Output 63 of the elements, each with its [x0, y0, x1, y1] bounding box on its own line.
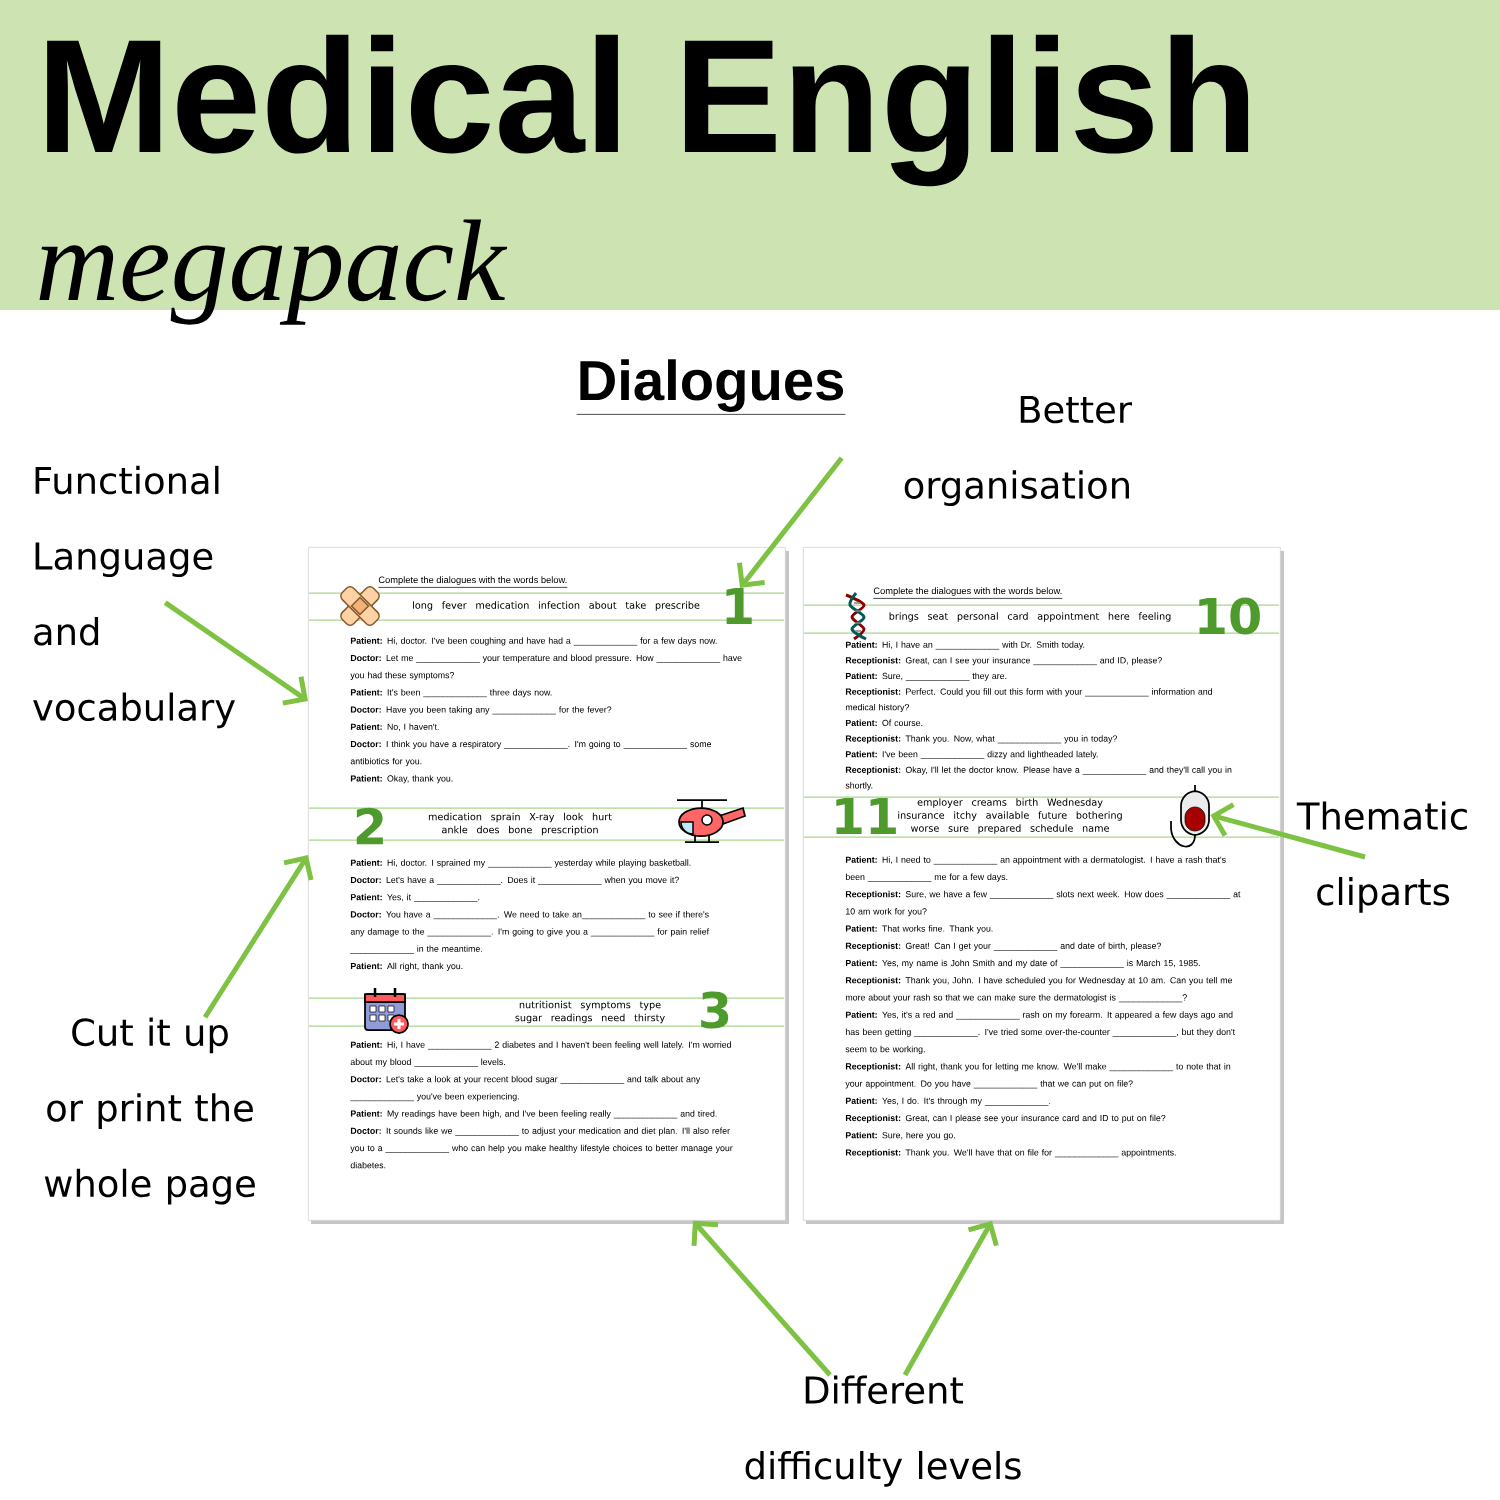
dialogue-line: Patient: Sure, _____________ they are. [845, 672, 1007, 681]
dialogue-line: Patient: All right, thank you. [350, 962, 463, 971]
dialogue-line: Patient: Hi, I need to _____________ an appointment with a dermatologist. I have a rash that's been _____________ me for a few days. [845, 856, 1226, 882]
word-bank: medication sprain X-ray look hurt ankle does bone prescription [428, 812, 612, 836]
word-bank: nutritionist symptoms type sugar readings need thirsty [515, 1000, 665, 1024]
dialogue-line: Patient: Sure, here you go. [845, 1131, 955, 1141]
instruction-heading: Complete the dialogues with the words below. [378, 576, 568, 588]
arrow [163, 600, 308, 706]
dialogue-line: Patient: Hi, doctor. I've been coughing and have had a _____________ for a few days now. [350, 637, 717, 646]
dialogue-line: Receptionist: Thank you. We'll have that on file for _____________ appointments. [845, 1149, 1176, 1158]
dialogue-line: Doctor: Let's have a _____________. Does it _____________ when you move it? [350, 876, 679, 885]
dialogue-line: Patient: No, I haven't. [350, 723, 439, 731]
dialogue-line: Receptionist: Sure, we have a few _____________ slots next week. How does _____________ at 10 am work for you? [845, 890, 1241, 917]
dialogue-line: Patient: My readings have been high, and I've been feeling really _____________ and tired. [350, 1110, 717, 1119]
callout-text: Better organisation [904, 395, 1132, 507]
dialogue-line: Patient: I've been _____________ dizzy and lightheaded lately. [845, 750, 1098, 760]
arrow [691, 1220, 832, 1377]
instruction-heading: Complete the dialogues with the words below. [873, 587, 1063, 599]
exercise-number: 11 [836, 798, 896, 834]
dialogue-line: Receptionist: All right, thank you for letting me know. We'll make _____________ to note that in your appointment. Do you have _____________ that we can put on file? [845, 1063, 1231, 1089]
subtitle: megapack [39, 219, 508, 325]
dialogue-line: Doctor: I think you have a respiratory _____________. I'm going to _____________ some antibiotics for you. [350, 740, 712, 767]
dialogue-line: Patient: Of course. [845, 719, 923, 726]
title: Medical English [47, 34, 1249, 187]
dialogue-line: Patient: Yes, I do. It's through my _____________. [845, 1097, 1051, 1106]
dialogue-line: Patient: Yes, my name is John Smith and my date of _____________ is March 15, 1985. [845, 959, 1200, 968]
dialogue-line: Patient: Hi, doctor. I sprained my _____________ yesterday while playing basketball. [350, 859, 691, 868]
dialogue-line: Doctor: It sounds like we _____________ to adjust your medication and diet plan. I'll also refer you to a _____________ who can help you make healthy lifestyle choices to better manage your diabetes. [350, 1127, 733, 1169]
dialogue-line: Receptionist: Great, can I see your insurance _____________ and ID, please? [845, 657, 1162, 666]
exercise-number: 1 [726, 588, 752, 624]
arrow [902, 1220, 999, 1377]
arrow [1210, 802, 1366, 860]
dialogue-line: Receptionist: Perfect. Could you fill out this form with your _____________ information and medical history? [845, 688, 1212, 713]
dialogue-line: Patient: Hi, I have _____________ 2 diabetes and I haven't been feeling well lately. I'm worried about my blood _____________ levels. [350, 1041, 731, 1067]
exercise-number: 10 [1199, 597, 1260, 635]
callout-text: Thematic cliparts [1296, 801, 1467, 913]
dialogue-line: Patient: Hi, I have an _____________ with Dr. Smith today. [845, 641, 1085, 650]
dialogue-line: Receptionist: Thank you, John. I have scheduled you for Wednesday at 10 am. Can you tell me more about your rash so that we can make sure the dermatologist is _____________? [845, 976, 1233, 1003]
exercise-number: 2 [356, 807, 383, 845]
word-bank: brings seat personal card appointment here feeling [889, 612, 1171, 622]
iv-bag-icon [1170, 784, 1210, 848]
callout-text: Functional Language and vocabulary [33, 465, 235, 729]
dialogue-line: Patient: Okay, thank you. [350, 775, 453, 784]
callout-text: Cut it up or print the whole page [44, 1017, 255, 1205]
dialogue-line: Doctor: Let's take a look at your recent blood sugar _____________ and talk about any _____________ you've been experiencing. [350, 1075, 701, 1102]
word-bank: long fever medication infection about take prescribe [413, 601, 700, 611]
dialogue-line: Patient: Yes, it _____________. [350, 893, 480, 902]
dialogue-line: Receptionist: Great! Can I get your _____________ and date of birth, please? [845, 942, 1161, 951]
dialogue-line: Receptionist: Great, can I please see your insurance card and ID to put on file? [845, 1114, 1166, 1123]
callout-text: Different difficulty levels [745, 1375, 1021, 1487]
dialogue-line: Patient: It's been _____________ three days now. [350, 689, 552, 698]
word-bank: employer creams birth Wednesday insurance itchy available future bothering worse sure prepared schedule name [898, 798, 1122, 834]
dialogue-line: Patient: Yes, it's a red and _____________ rash on my forearm. It appeared a few days ago and has been getting _____________. I've tried some over-the-counter _____________, but they don't seem to be working. [845, 1011, 1235, 1054]
dialogue-line: Doctor: Let me _____________ your temperature and blood pressure. How _____________ have you had these symptoms? [350, 654, 742, 680]
dialogue-line: Receptionist: Okay, I'll let the doctor know. Please have a _____________ and they'll call you in shortly. [845, 766, 1232, 791]
dialogue-line: Receptionist: Thank you. Now, what _____________ you in today? [845, 735, 1118, 744]
dialogue-line: Patient: That works fine. Thank you. [845, 925, 993, 934]
section-heading: Dialogues [576, 359, 846, 415]
exercise-number: 3 [701, 991, 729, 1029]
arrow [202, 855, 314, 1019]
dialogue-line: Doctor: Have you been taking any _____________ for the fever? [350, 706, 612, 715]
dialogue-line: Doctor: You have a _____________. We need to take an_____________ to see if there's any damage to the _____________. I'm going to give you a _____________ for pain relief _____________ in the meantime. [350, 911, 710, 954]
arrow [736, 456, 844, 588]
